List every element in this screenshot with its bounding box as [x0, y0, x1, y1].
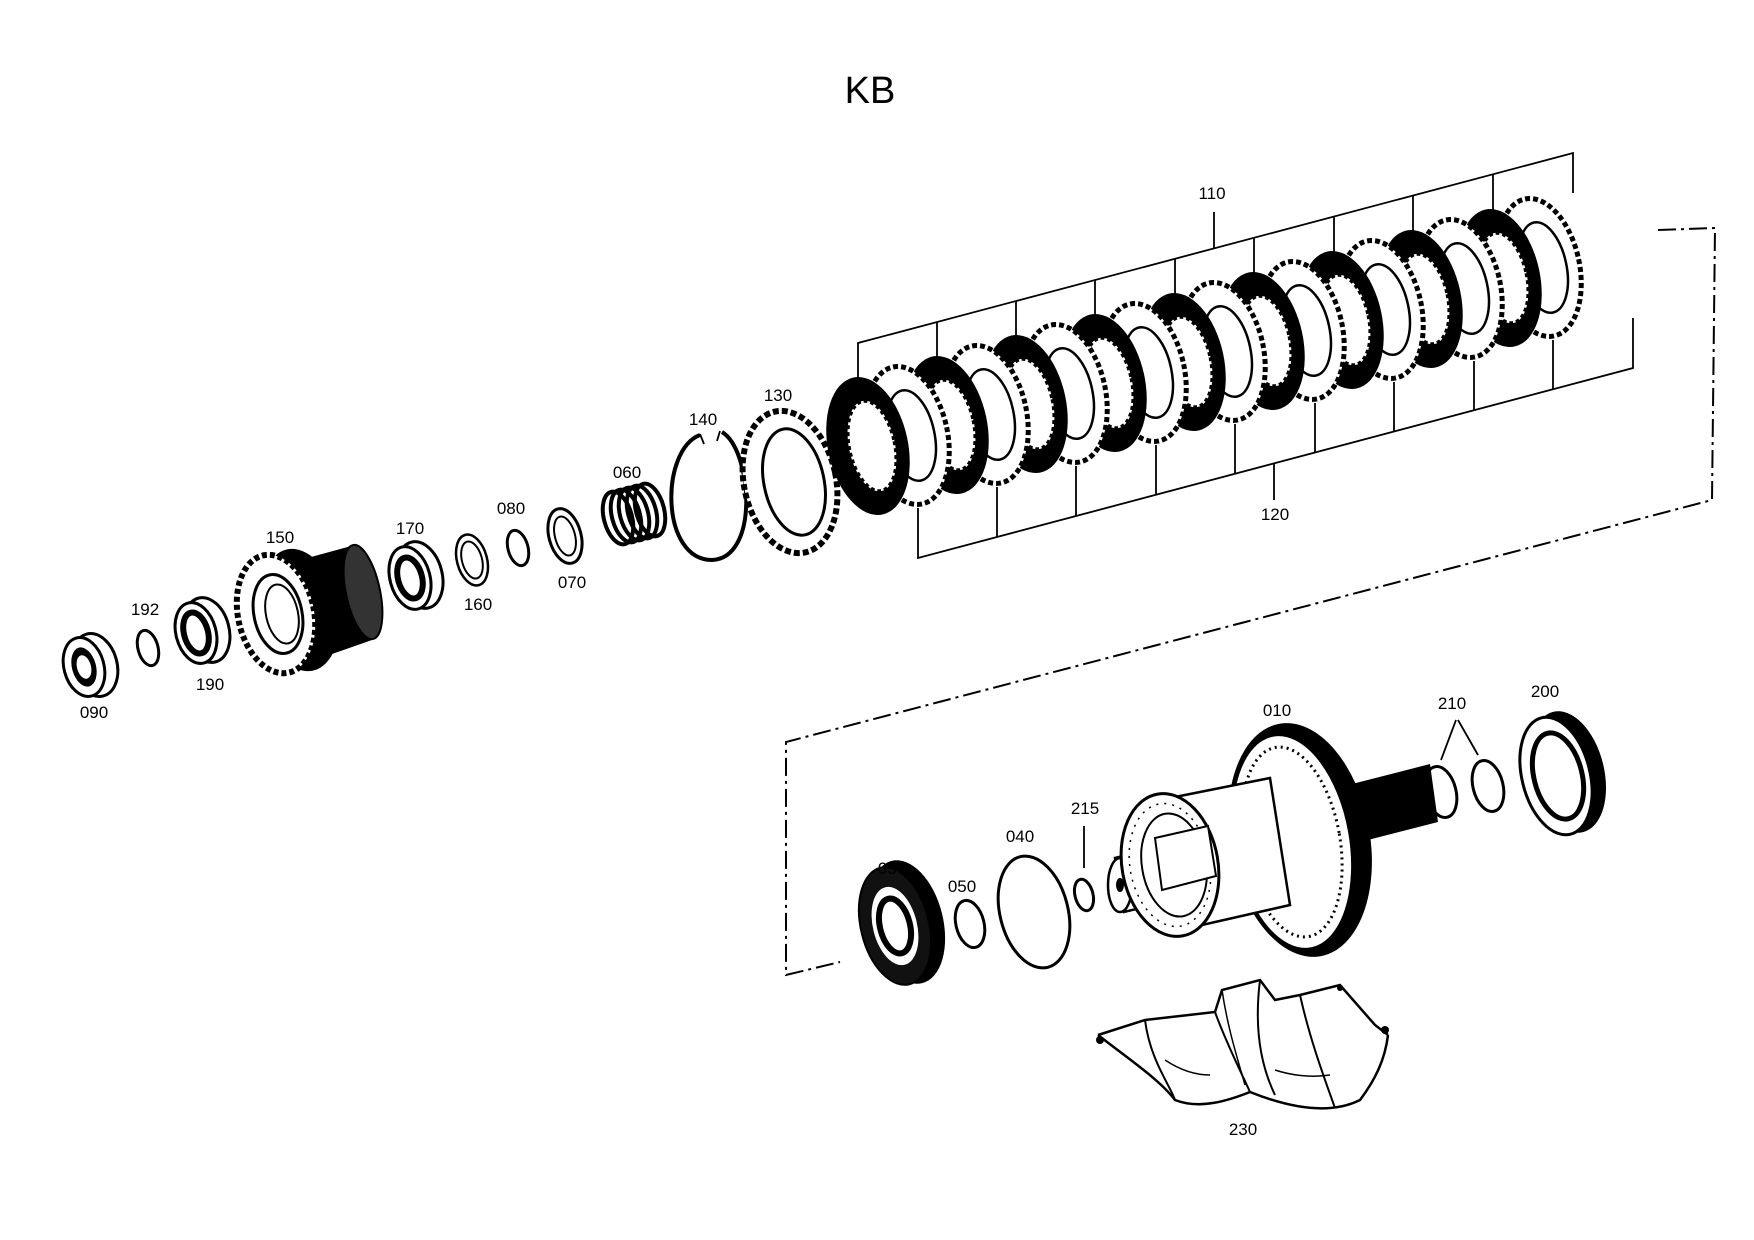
label-060: 060 — [613, 463, 641, 482]
friction-disc — [826, 377, 910, 515]
part-150-gear-sleeve — [233, 543, 384, 677]
part-050-o-ring — [953, 898, 987, 950]
label-170: 170 — [396, 519, 424, 538]
part-215-ring — [1072, 826, 1096, 913]
part-160-washer — [454, 533, 490, 587]
label-090: 090 — [80, 703, 108, 722]
label-190: 190 — [196, 675, 224, 694]
part-070-washer — [546, 507, 584, 565]
part-010-clutch-shaft-assembly — [1106, 723, 1438, 957]
part-030-bearing — [857, 860, 946, 986]
label-050: 050 — [948, 877, 976, 896]
label-140: 140 — [689, 410, 717, 429]
disc-pack — [826, 196, 1584, 515]
part-090-bearing — [61, 632, 120, 698]
label-215: 215 — [1071, 799, 1099, 818]
label-080: 080 — [497, 499, 525, 518]
label-200: 200 — [1531, 682, 1559, 701]
part-200-bearing — [1518, 711, 1607, 837]
bracket-110 — [857, 151, 1574, 383]
label-010: 010 — [1263, 701, 1291, 720]
part-190-bearing — [173, 596, 232, 665]
label-120: 120 — [1261, 505, 1289, 524]
part-210-o-rings — [1423, 719, 1506, 819]
part-080-snap-ring — [505, 528, 531, 568]
label-210: 210 — [1438, 694, 1466, 713]
label-030: 030 — [878, 859, 906, 878]
assembly-connector-line — [785, 226, 1717, 977]
part-040-ring — [996, 854, 1072, 970]
label-150: 150 — [266, 528, 294, 547]
bracket-120 — [917, 318, 1634, 560]
part-140-snap-ring — [669, 430, 749, 563]
diagram-title: KB — [844, 70, 896, 112]
part-230-shield — [1096, 978, 1390, 1110]
part-060-spring — [600, 481, 668, 547]
part-192-snap-ring — [135, 628, 161, 668]
part-170-bearing — [387, 540, 445, 611]
label-110: 110 — [1198, 184, 1225, 203]
label-230: 230 — [1229, 1120, 1257, 1139]
label-070: 070 — [558, 573, 586, 592]
label-192: 192 — [131, 600, 159, 619]
label-040: 040 — [1006, 827, 1034, 846]
part-130-end-disc — [739, 407, 841, 557]
label-160: 160 — [464, 595, 492, 614]
label-130: 130 — [764, 386, 792, 405]
